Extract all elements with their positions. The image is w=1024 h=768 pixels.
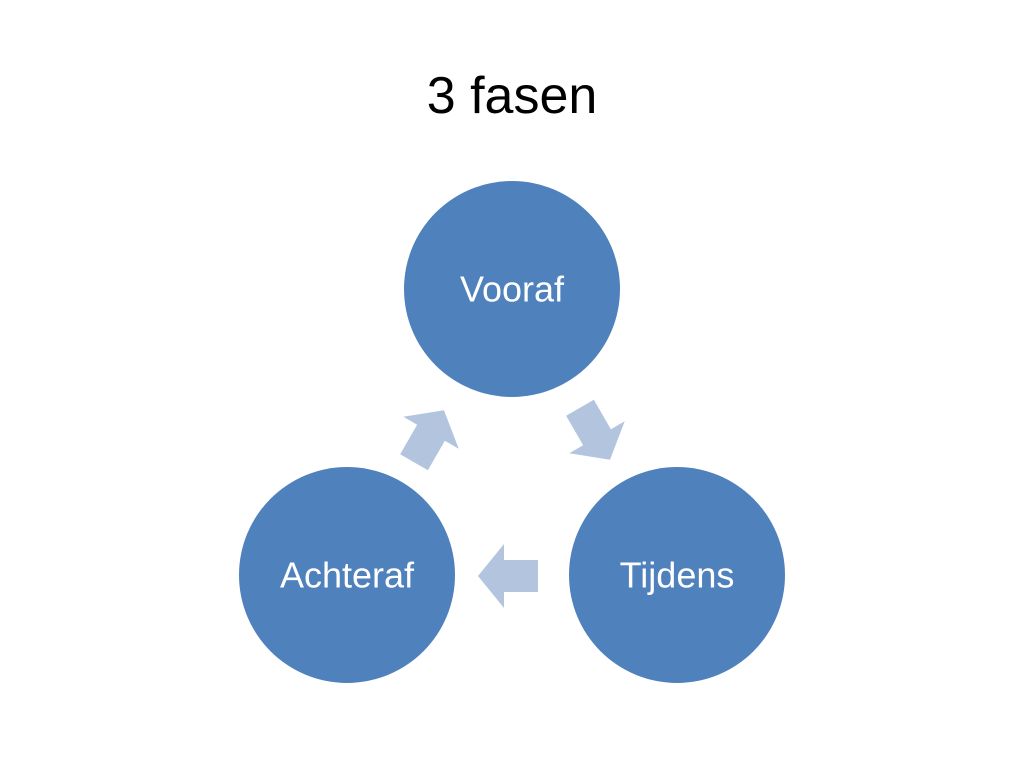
arrow-tijdens-to-achteraf-icon (478, 544, 538, 608)
arrow-achteraf-to-vooraf-icon (400, 410, 459, 471)
node-label-achteraf: Achteraf (280, 555, 415, 596)
arrow-vooraf-to-tijdens-icon (566, 399, 625, 460)
slide-title: 3 fasen (426, 67, 598, 125)
node-circle-tijdens[interactable] (569, 467, 785, 683)
node-circle-achteraf[interactable] (239, 467, 455, 683)
node-circle-vooraf[interactable] (404, 181, 620, 397)
node-label-tijdens: Tijdens (620, 555, 735, 596)
node-label-vooraf: Vooraf (460, 269, 565, 310)
